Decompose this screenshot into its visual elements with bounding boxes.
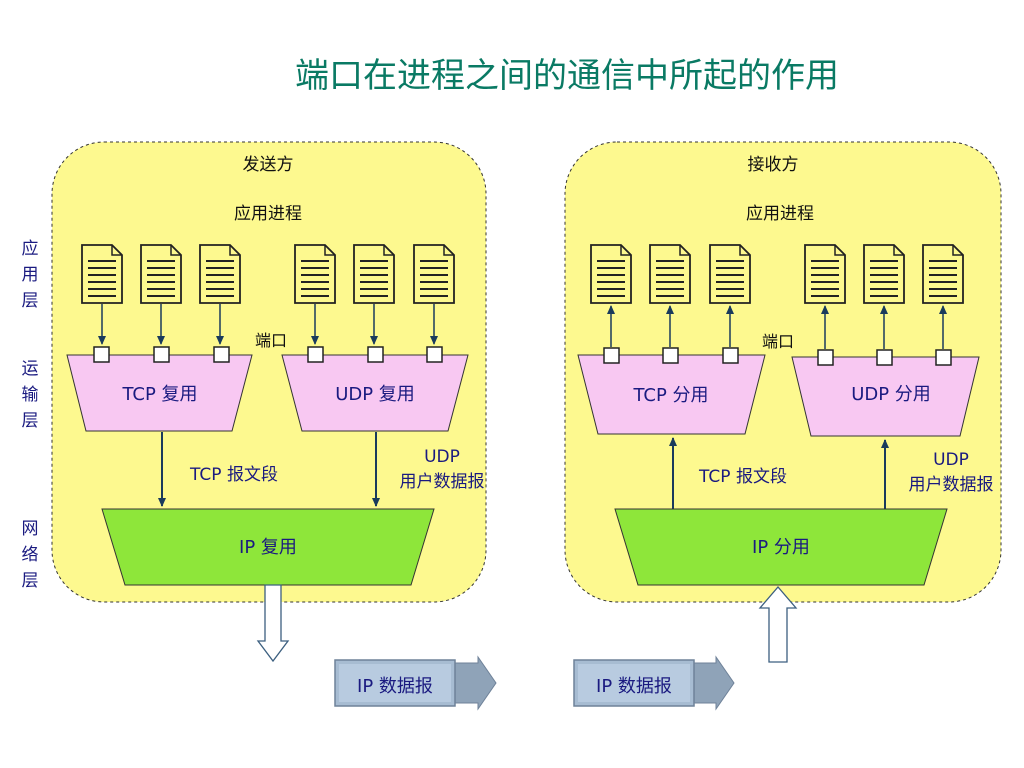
port xyxy=(153,346,170,363)
sender-panel: 发送方 应用进程 TCP 复用 xyxy=(51,141,487,603)
port xyxy=(603,347,620,364)
document-icon xyxy=(140,244,182,304)
receiver-tcp-segment-label: TCP 报文段 xyxy=(698,467,787,487)
datagram-tag-right: IP 数据报 xyxy=(573,655,735,711)
document-icon xyxy=(199,244,241,304)
document-icon xyxy=(863,244,905,304)
datagram-label: IP 数据报 xyxy=(357,676,433,697)
receiver-udp-label-line1: UDP xyxy=(933,450,969,470)
outgoing-arrow-icon xyxy=(256,584,290,663)
port xyxy=(935,349,952,366)
document-icon xyxy=(81,244,123,304)
document-icon xyxy=(294,244,336,304)
receiver-ports xyxy=(603,347,952,366)
sender-tcp-label: TCP 复用 xyxy=(121,384,197,405)
port xyxy=(307,346,324,363)
incoming-arrow-icon xyxy=(758,586,798,663)
sender-udp-label-line1: UDP xyxy=(424,447,460,467)
sender-tcp-segment-label: TCP 报文段 xyxy=(189,465,278,485)
layer-label-transport-3: 层 xyxy=(22,411,39,431)
layer-label-net-3: 层 xyxy=(22,571,39,591)
layer-labels: 应 用 层 运 输 层 网 络 层 xyxy=(22,239,39,591)
port xyxy=(876,349,893,366)
layer-label-net-1: 网 xyxy=(22,519,39,539)
sender-udp-box xyxy=(281,354,469,432)
receiver-panel: 接收方 应用进程 TCP 分用 xyxy=(564,141,1002,603)
document-icon xyxy=(649,244,691,304)
datagram-label: IP 数据报 xyxy=(596,676,672,697)
layer-label-transport-2: 输 xyxy=(22,385,39,405)
sender-tcp-box xyxy=(66,354,253,432)
document-icon xyxy=(922,244,964,304)
layer-label-app-2: 用 xyxy=(22,265,39,285)
port xyxy=(93,346,110,363)
sender-udp-label: UDP 复用 xyxy=(335,384,415,405)
page-title: 端口在进程之间的通信中所起的作用 xyxy=(295,56,839,96)
layer-label-app-3: 层 xyxy=(22,291,39,311)
sender-udp-label-line2: 用户数据报 xyxy=(400,472,485,492)
port xyxy=(213,346,230,363)
receiver-ip-box xyxy=(614,508,948,586)
document-icon xyxy=(353,244,395,304)
sender-ports xyxy=(93,346,443,363)
sender-process-arrows xyxy=(98,304,438,345)
layer-label-net-2: 络 xyxy=(22,545,39,565)
receiver-udp-label: UDP 分用 xyxy=(851,384,931,405)
receiver-udp-label-line2: 用户数据报 xyxy=(909,475,994,495)
port xyxy=(367,346,384,363)
receiver-process-label: 应用进程 xyxy=(746,204,814,224)
document-icon xyxy=(709,244,751,304)
receiver-label: 接收方 xyxy=(748,155,799,175)
layer-label-transport-1: 运 xyxy=(22,359,39,379)
document-icon xyxy=(590,244,632,304)
port xyxy=(662,347,679,364)
datagram-tag-left: IP 数据报 xyxy=(334,655,497,711)
receiver-process-arrows xyxy=(607,305,947,349)
receiver-udp-box xyxy=(791,356,980,437)
layer-label-app-1: 应 xyxy=(22,239,39,259)
sender-label: 发送方 xyxy=(243,155,294,175)
receiver-tcp-label: TCP 分用 xyxy=(632,385,708,406)
document-icon xyxy=(413,244,455,304)
sender-port-label: 端口 xyxy=(255,331,287,350)
sender-ip-label: IP 复用 xyxy=(239,537,297,558)
receiver-port-label: 端口 xyxy=(762,332,794,351)
port xyxy=(722,347,739,364)
receiver-ip-label: IP 分用 xyxy=(752,537,810,558)
sender-process-label: 应用进程 xyxy=(234,204,302,224)
sender-ip-box xyxy=(101,508,435,586)
receiver-tcp-box xyxy=(577,354,766,435)
port xyxy=(426,346,443,363)
port xyxy=(817,349,834,366)
document-icon xyxy=(804,244,846,304)
